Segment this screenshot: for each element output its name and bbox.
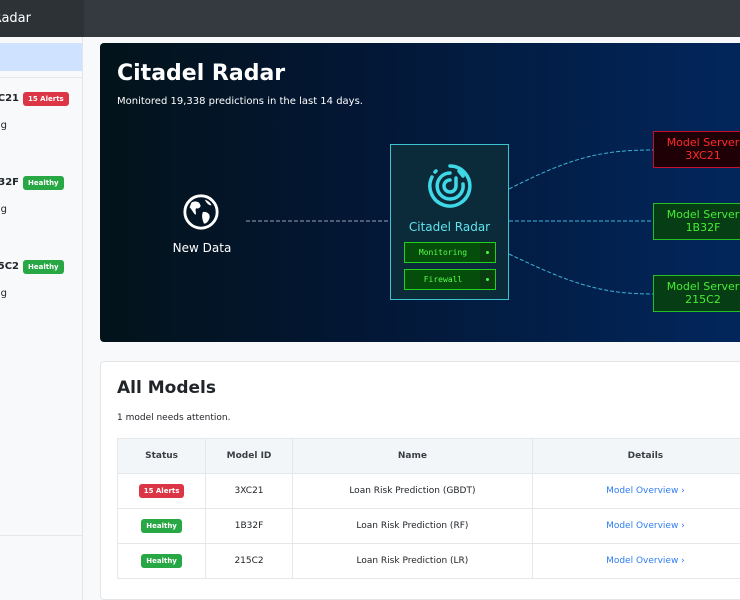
column-header-status: Status	[116, 438, 207, 474]
server-link-line	[508, 253, 654, 295]
table-header-row: Status Model ID Name Details	[116, 438, 740, 474]
citadel-radar-hub[interactable]: Citadel Radar Monitoring Firewall	[390, 144, 509, 300]
model-name-cell: Loan Risk Prediction (LR)	[291, 543, 533, 579]
status-badge: Healthy	[23, 176, 64, 190]
model-server-215c2[interactable]: Model Server 215C2	[653, 275, 740, 312]
server-label: Model Server	[666, 136, 740, 149]
table-row: Healthy 1B32F Loan Risk Prediction (RF) …	[116, 508, 740, 544]
model-server-3xc21[interactable]: Model Server 3XC21	[653, 131, 740, 168]
radar-icon	[428, 164, 472, 208]
model-id-cell: 1B32F	[205, 508, 293, 544]
divider	[0, 535, 82, 536]
sidebar-model-id: 1B32F	[0, 177, 19, 188]
models-table: Status Model ID Name Details 15 Alerts 3…	[116, 438, 740, 579]
model-name-cell: Loan Risk Prediction (RF)	[291, 508, 533, 544]
sidebar-model-id: 3XC21	[0, 93, 19, 104]
sidebar-item-3xc21[interactable]: 3XC21 15 Alerts g	[0, 92, 82, 152]
module-firewall[interactable]: Firewall	[404, 269, 496, 290]
all-models-card: All Models 1 model needs attention. Stat…	[100, 361, 740, 600]
sidebar-item-215c2[interactable]: 215C2 Healthy g	[0, 260, 82, 320]
server-label: Model Server	[666, 208, 740, 221]
status-badge: Healthy	[141, 554, 182, 568]
attention-note: 1 model needs attention.	[117, 413, 231, 423]
status-badge: 15 Alerts	[23, 92, 69, 106]
server-id: 215C2	[685, 293, 721, 306]
server-label: Model Server	[666, 280, 740, 293]
top-navbar: Citadel Radar	[0, 0, 740, 37]
model-overview-link[interactable]: Model Overview ›	[531, 508, 740, 544]
sidebar-item-subtext: g	[0, 204, 7, 215]
model-id-cell: 3XC21	[205, 473, 293, 509]
section-title: All Models	[117, 378, 216, 398]
status-badge: 15 Alerts	[138, 484, 185, 498]
server-id: 1B32F	[685, 221, 721, 234]
module-monitoring[interactable]: Monitoring	[404, 242, 496, 263]
hub-title: Citadel Radar	[408, 220, 491, 234]
globe-icon	[183, 194, 219, 230]
model-name-cell: Loan Risk Prediction (GBDT)	[291, 473, 533, 509]
column-header-details: Details	[531, 438, 740, 474]
sidebar-item-subtext: g	[0, 120, 7, 131]
hero-subtitle: Monitored 19,338 predictions in the last…	[117, 96, 363, 107]
model-overview-link[interactable]: Model Overview ›	[531, 473, 740, 509]
status-badge: Healthy	[23, 260, 64, 274]
server-link-line	[508, 149, 654, 190]
status-dot-icon	[486, 251, 489, 254]
sidebar-model-id: 215C2	[0, 261, 19, 272]
sidebar-active-item[interactable]	[0, 43, 82, 71]
model-id-cell: 215C2	[205, 543, 293, 579]
status-dot-icon	[486, 278, 489, 281]
hero-banner: Citadel Radar Monitored 19,338 predictio…	[100, 43, 740, 342]
sidebar: 3XC21 15 Alerts g 1B32F Healthy g 215C2 …	[0, 37, 83, 600]
table-row: Healthy 215C2 Loan Risk Prediction (LR) …	[116, 543, 740, 579]
module-label: Firewall	[423, 275, 463, 284]
status-badge: Healthy	[141, 519, 182, 533]
sidebar-item-subtext: g	[0, 288, 7, 299]
model-overview-link[interactable]: Model Overview ›	[531, 543, 740, 579]
model-server-1b32f[interactable]: Model Server 1B32F	[653, 203, 740, 240]
column-header-name: Name	[291, 438, 533, 474]
module-label: Monitoring	[418, 248, 468, 257]
server-id: 3XC21	[685, 149, 721, 162]
connection-lines	[246, 149, 654, 295]
divider	[0, 77, 82, 78]
table-row: 15 Alerts 3XC21 Loan Risk Prediction (GB…	[116, 473, 740, 509]
sidebar-item-1b32f[interactable]: 1B32F Healthy g	[0, 176, 82, 236]
brand-title[interactable]: Citadel Radar	[0, 0, 84, 37]
hero-title: Citadel Radar	[117, 61, 286, 86]
new-data-label: New Data	[172, 241, 232, 255]
column-header-model-id: Model ID	[205, 438, 293, 474]
